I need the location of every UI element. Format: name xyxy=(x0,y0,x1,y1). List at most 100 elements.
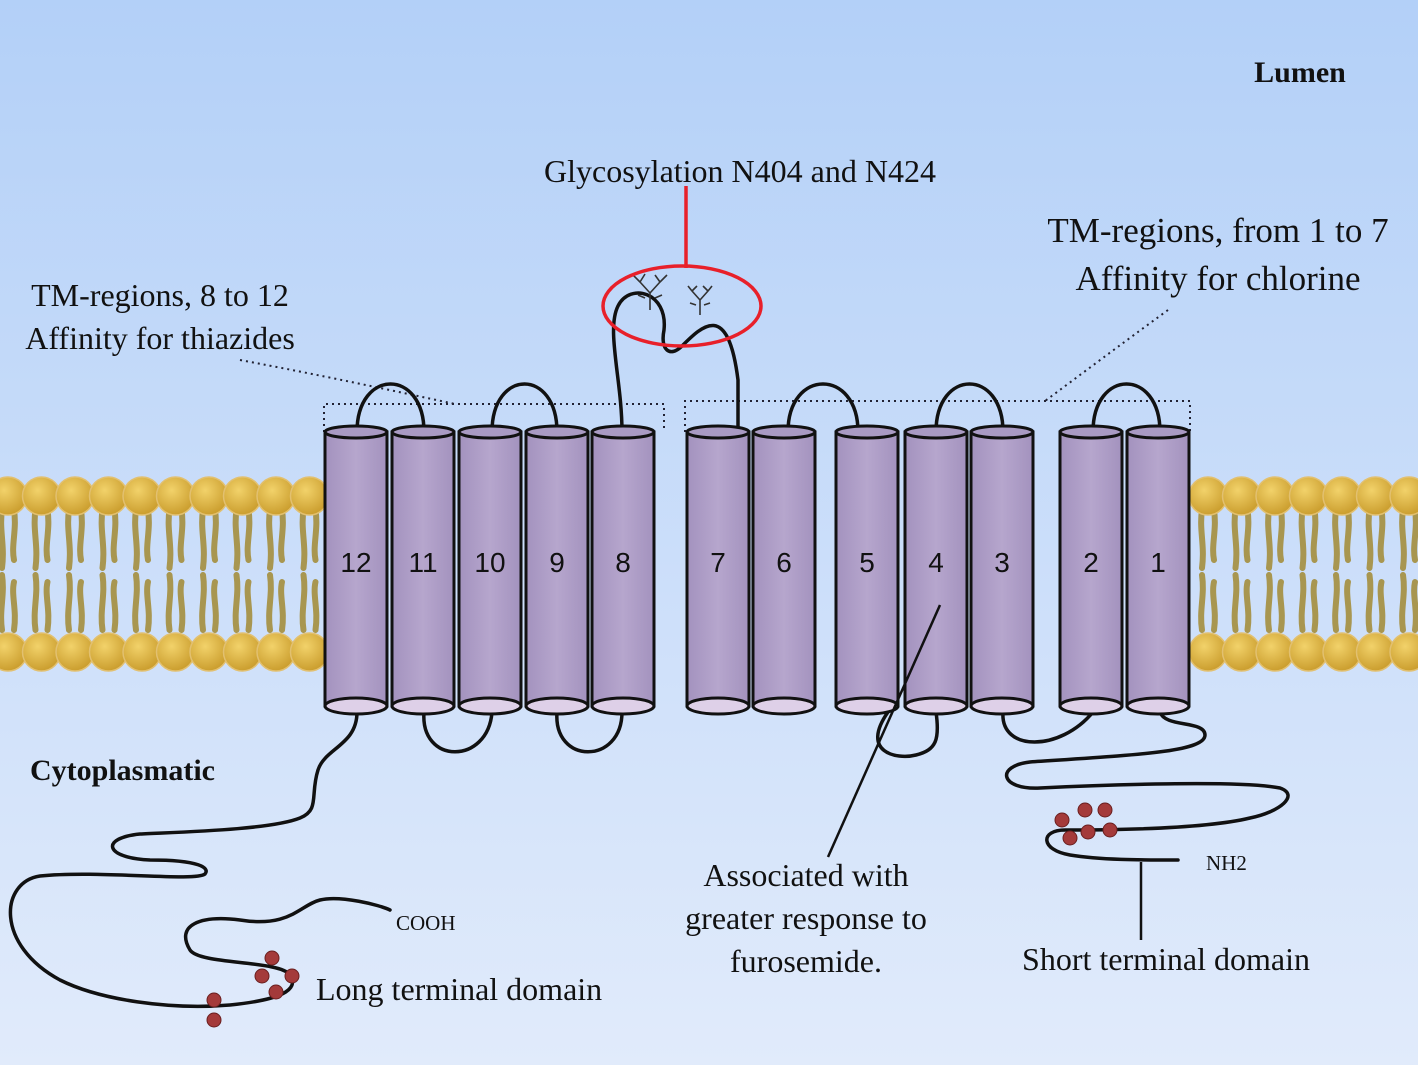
helix-9: 9 xyxy=(524,424,590,716)
helix-number-label: 11 xyxy=(408,547,437,578)
helix-top xyxy=(1058,424,1124,440)
nh2-label: NH2 xyxy=(1206,851,1247,875)
helix-5: 5 xyxy=(834,424,900,716)
phospho-dot xyxy=(1054,812,1070,828)
phospho-dot xyxy=(1102,822,1118,838)
helix-12: 12 xyxy=(323,424,389,716)
lipid-molecule xyxy=(189,476,229,672)
helix-number-label: 5 xyxy=(859,547,875,578)
helix-body xyxy=(685,430,751,708)
extracellular-loops xyxy=(355,291,1162,433)
lipid-molecule xyxy=(1389,476,1418,672)
helix-bottom xyxy=(685,696,751,716)
leader-thiazides xyxy=(239,359,456,405)
helix-4: 4 xyxy=(903,424,969,716)
bracket-right-group xyxy=(684,400,1191,432)
helix-bottom xyxy=(903,696,969,716)
phospho-dot xyxy=(268,984,284,1000)
helix-number-label: 6 xyxy=(776,547,792,578)
phosphorylation-sites-short xyxy=(1054,802,1118,846)
helix-body xyxy=(1125,430,1191,708)
helix-bottom xyxy=(751,696,817,716)
tm-left-title: TM-regions, 8 to 12 xyxy=(31,277,289,313)
glycan-icon xyxy=(632,273,668,310)
helix-6: 6 xyxy=(751,424,817,716)
helix-number-label: 4 xyxy=(928,547,944,578)
helix-top xyxy=(751,424,817,440)
phosphorylation-sites-long xyxy=(206,950,300,1028)
phospho-dot xyxy=(206,1012,222,1028)
lipid-bilayer-right xyxy=(1188,476,1418,672)
helix-10: 10 xyxy=(457,424,523,716)
helix-bottom xyxy=(969,696,1035,716)
helix-1: 1 xyxy=(1125,424,1191,716)
tm-right-subtitle: Affinity for chlorine xyxy=(1075,259,1360,298)
helix-body xyxy=(390,430,456,708)
loop-11-10 xyxy=(422,711,494,754)
helix-body xyxy=(323,430,389,708)
loop-10-9 xyxy=(490,382,559,433)
long-terminal-tail xyxy=(8,710,392,1008)
lipid-molecule xyxy=(256,476,296,672)
lipid-molecule xyxy=(122,476,162,672)
cytoplasmic-loops xyxy=(422,710,1095,759)
lipid-molecule xyxy=(289,476,330,672)
furosemide-line-1: Associated with xyxy=(703,857,908,893)
furosemide-line-3: furosemide. xyxy=(730,943,882,979)
glycosylation-circle xyxy=(601,264,763,348)
glycan-icons xyxy=(632,273,713,315)
helix-bottom xyxy=(390,696,456,716)
loop-5-4 xyxy=(876,710,940,759)
phospho-dot xyxy=(1062,830,1078,846)
lipid-molecule xyxy=(88,476,129,672)
helix-bottom xyxy=(590,696,656,716)
lipid-molecule xyxy=(1188,476,1228,672)
lipid-molecule xyxy=(0,476,28,672)
phospho-dot xyxy=(254,968,270,984)
helix-bottom xyxy=(524,696,590,716)
furosemide-pointer xyxy=(826,604,942,858)
lipid-molecule xyxy=(21,476,62,672)
lipid-molecule xyxy=(155,476,196,672)
tm-right-title: TM-regions, from 1 to 7 xyxy=(1047,211,1388,250)
helix-2: 2 xyxy=(1058,424,1124,716)
helix-7: 7 xyxy=(685,424,751,716)
phospho-dot xyxy=(264,950,280,966)
helix-bottom xyxy=(1125,696,1191,716)
helix-bottom xyxy=(834,696,900,716)
phospho-dot xyxy=(206,992,222,1008)
loop-2-1 xyxy=(1091,382,1162,433)
long-domain-label: Long terminal domain xyxy=(316,971,602,1007)
helix-number-label: 7 xyxy=(710,547,726,578)
helix-top xyxy=(457,424,523,440)
helix-number-label: 12 xyxy=(340,547,371,578)
leader-chlorine xyxy=(1044,309,1169,402)
helix-top xyxy=(834,424,900,440)
lumen-label: Lumen xyxy=(1254,56,1346,89)
helix-number-label: 3 xyxy=(994,547,1010,578)
tm-left-subtitle: Affinity for thiazides xyxy=(25,320,295,356)
helix-top xyxy=(969,424,1035,440)
loop-9-8 xyxy=(555,711,624,754)
loop-8-7-glycosylated xyxy=(611,291,740,433)
loop-3-2 xyxy=(1001,710,1095,744)
helix-bottom xyxy=(457,696,523,716)
lipid-molecule xyxy=(55,476,95,672)
phospho-dot xyxy=(1077,802,1093,818)
lipid-bilayer-left xyxy=(0,476,330,672)
helix-top xyxy=(1125,424,1191,440)
phospho-dot xyxy=(284,968,300,984)
helix-number-label: 2 xyxy=(1083,547,1099,578)
short-domain-label: Short terminal domain xyxy=(1022,941,1310,977)
lipid-molecule xyxy=(1221,476,1262,672)
helix-top xyxy=(390,424,456,440)
helix-number-label: 9 xyxy=(549,547,565,578)
glycosylation-label: Glycosylation N404 and N424 xyxy=(544,153,936,189)
helix-top xyxy=(685,424,751,440)
helix-bottom xyxy=(1058,696,1124,716)
cooh-label: COOH xyxy=(396,911,456,935)
helix-body xyxy=(834,430,900,708)
